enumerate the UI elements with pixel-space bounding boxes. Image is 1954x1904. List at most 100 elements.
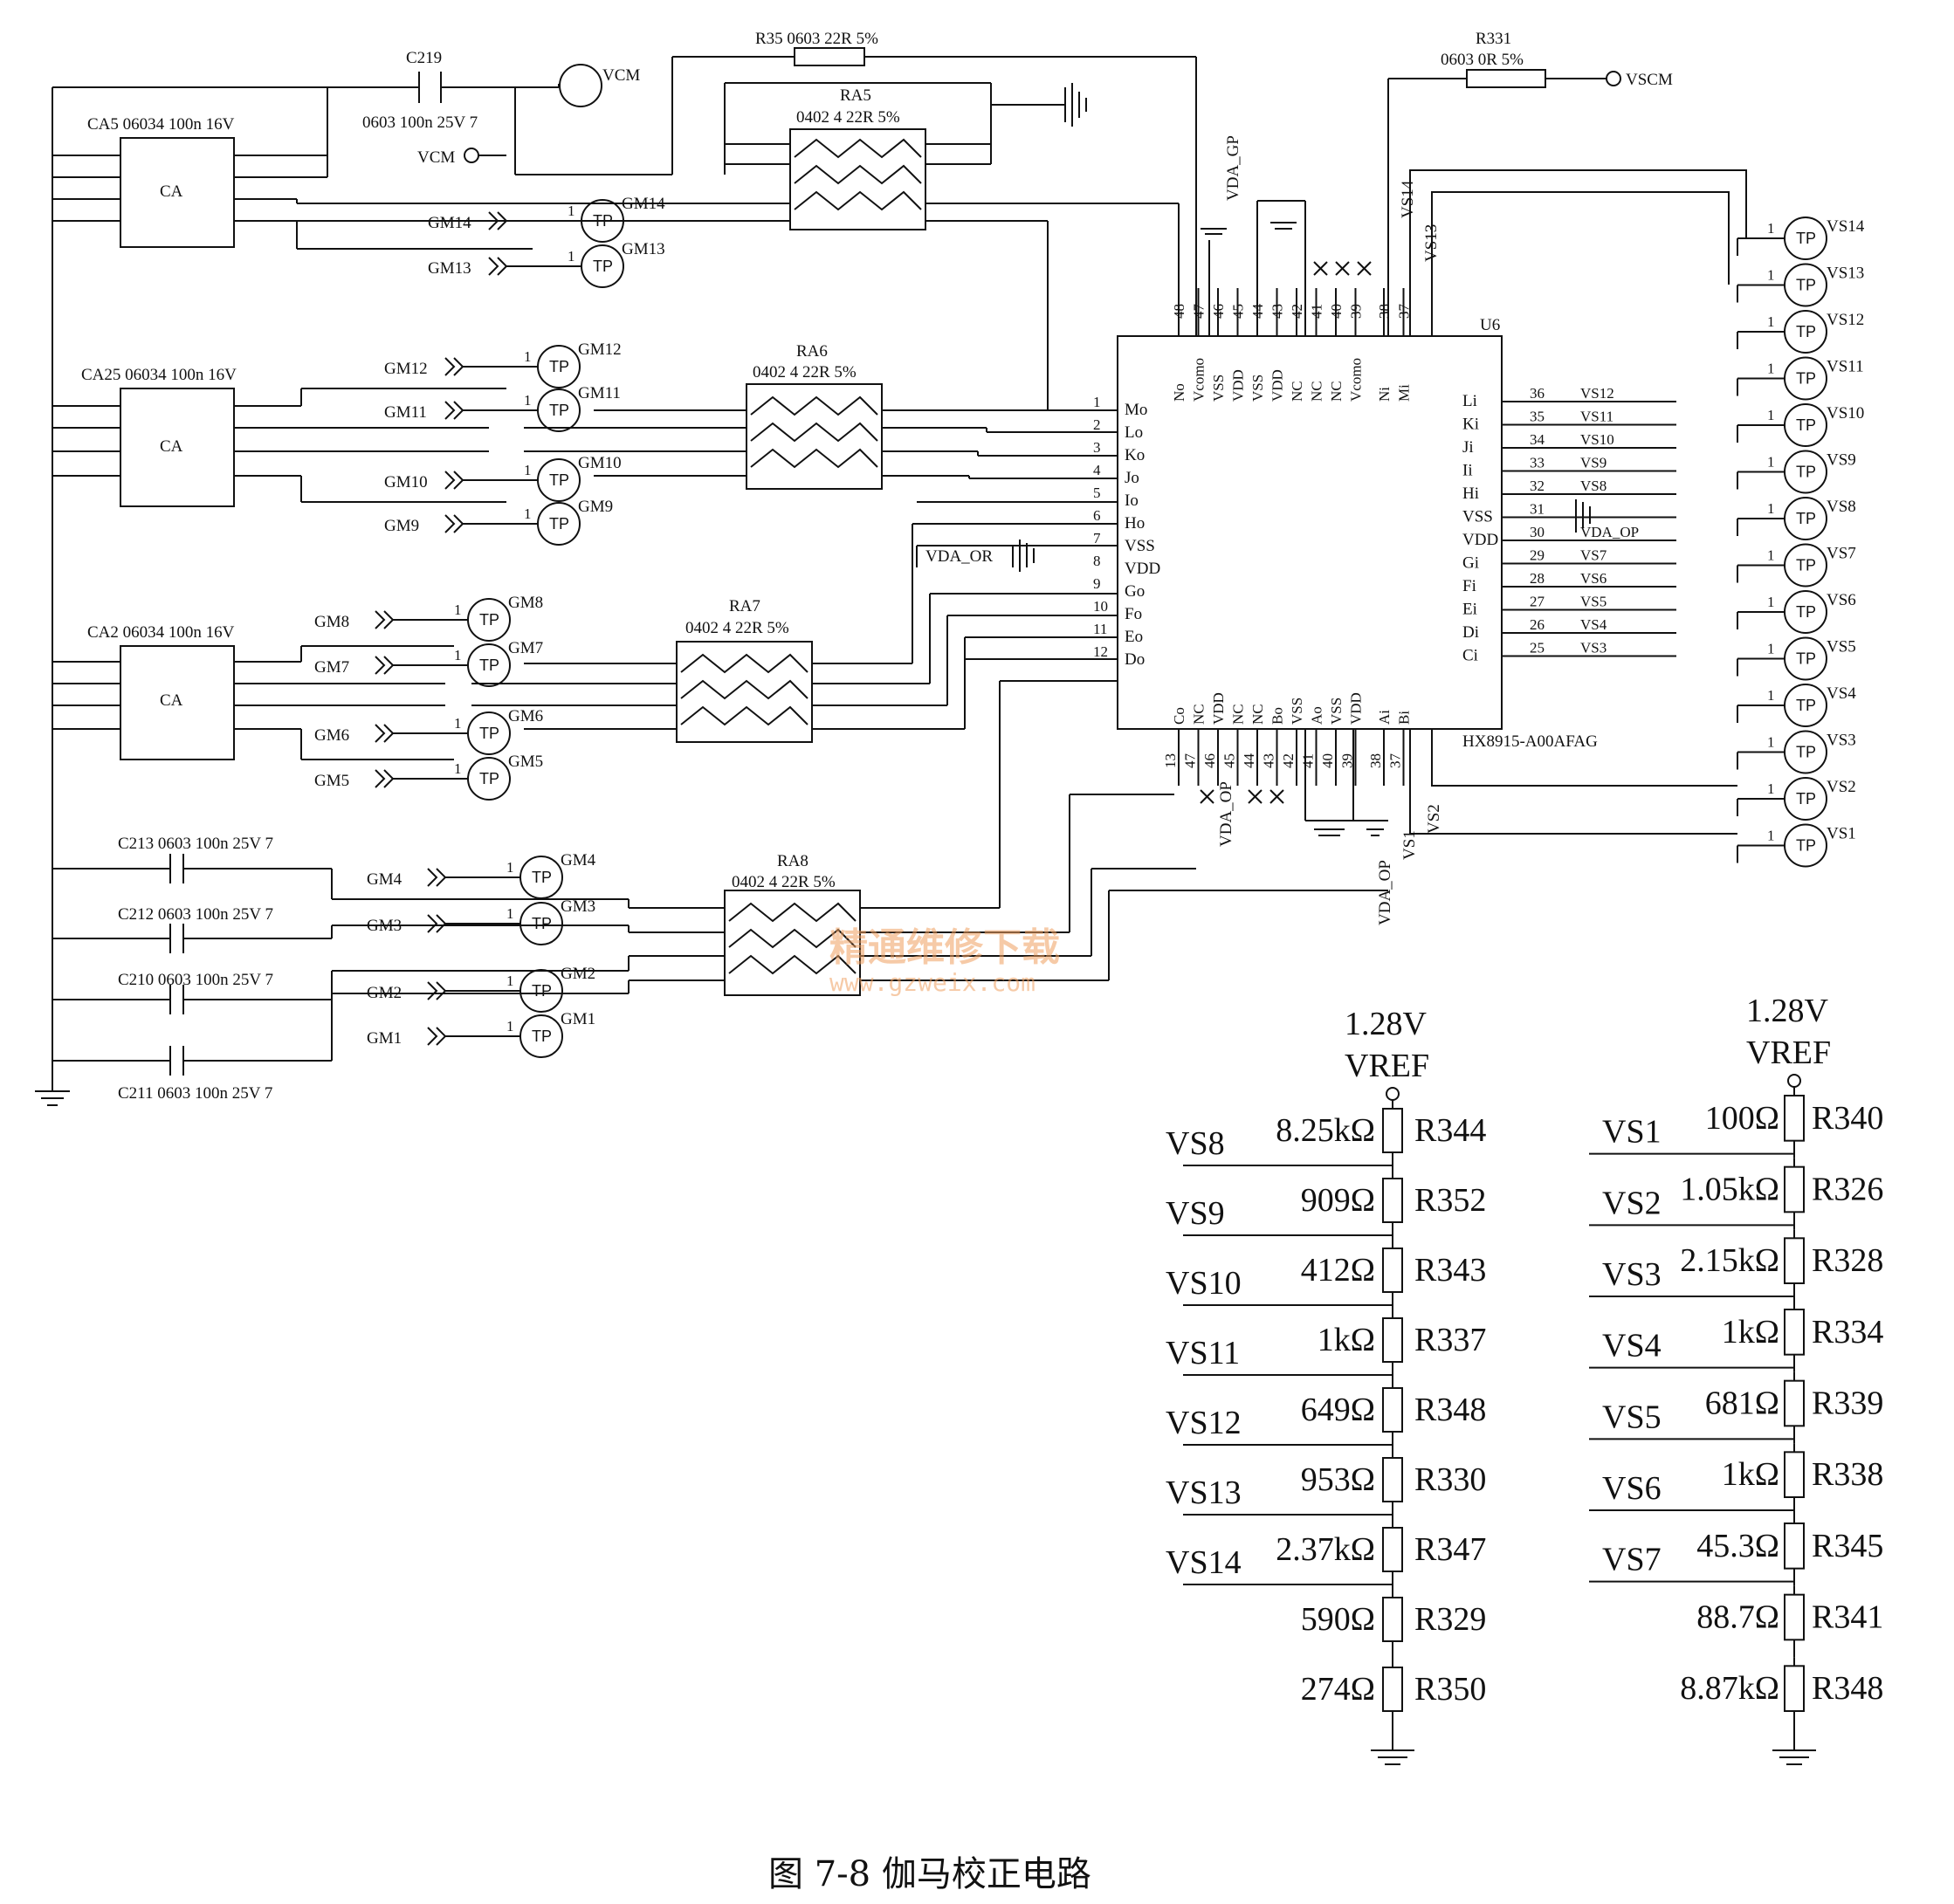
ic-right-pin-number: 32	[1530, 478, 1545, 494]
vs-tp-label: VS9	[1827, 451, 1856, 470]
cap-array-ca2	[52, 645, 454, 760]
ic-top-pin-name: NC	[1328, 381, 1345, 402]
ladder-resistor-ref: R348	[1414, 1392, 1486, 1428]
vscm-label: VSCM	[1626, 71, 1673, 89]
ladder-resistor	[1784, 1593, 1805, 1641]
tp-pin-number: 1	[1767, 407, 1775, 423]
ladder-resistor-value: 1kΩ	[1722, 1456, 1779, 1493]
ladder-resistor	[1784, 1237, 1805, 1285]
vs-tp-label: VS11	[1827, 358, 1864, 376]
ic-left-pin-name: Go	[1125, 582, 1145, 601]
ladder-resistor	[1382, 1317, 1403, 1363]
ic-top-pin-number: 46	[1210, 304, 1227, 319]
ic-right-pin-name: Hi	[1462, 485, 1479, 503]
ic-left-pin-name: Fo	[1125, 605, 1142, 623]
tp-pin-number: 1	[1767, 547, 1775, 564]
ic-right-pin-net: VDA_OP	[1580, 524, 1639, 540]
gm-left-label: GM6	[314, 726, 349, 745]
ic-top-pin-name: No	[1171, 383, 1187, 402]
ic-bottom-pin-name: VDD	[1348, 692, 1365, 725]
ic-right-pin-name: Di	[1462, 623, 1479, 642]
ic-left-pin-number: 4	[1093, 462, 1101, 478]
tp-pin-number: 1	[1767, 641, 1775, 657]
ic-top-pin-name: NC	[1289, 381, 1305, 402]
gm-left-label: GM14	[428, 214, 471, 232]
ladder-resistor-value: 1kΩ	[1318, 1322, 1375, 1358]
ic-right-pin-number: 30	[1530, 524, 1545, 540]
ic-bottom-pin-name: NC	[1249, 704, 1266, 725]
ladder-resistor-ref: R344	[1414, 1112, 1486, 1149]
gm-left-label: GM11	[384, 403, 427, 422]
ic-bottom-pin-number: 40	[1319, 753, 1336, 768]
tp-text: TP	[532, 915, 552, 932]
ra8-ref: RA8	[777, 852, 808, 870]
tp-text: TP	[593, 258, 613, 275]
watermark-url: www.gzweix.com	[829, 968, 1035, 997]
gm-right-label: GM11	[578, 384, 621, 402]
vs-tp-label: VS5	[1827, 638, 1856, 656]
ladder-tap-label: VS5	[1602, 1399, 1662, 1435]
ic-left-pin-number: 3	[1093, 439, 1101, 456]
gm-left-label: GM8	[314, 613, 349, 631]
tp-pin-number: 1	[1767, 734, 1775, 751]
ic-left-pin-number: 12	[1093, 643, 1108, 660]
ic-top-pin-number: 39	[1348, 304, 1365, 319]
vcm-input-label: VCM	[417, 148, 455, 167]
cap-array-ca25	[52, 388, 506, 507]
gm-left-label: GM4	[367, 870, 402, 889]
ladder-resistor	[1784, 1165, 1805, 1213]
vcm-tp-label: VCM	[602, 66, 640, 85]
ic-left-pin-name: Mo	[1125, 401, 1147, 419]
ic-bottom-pin-name: Ai	[1376, 710, 1393, 725]
ladder-resistor-value: 100Ω	[1705, 1100, 1779, 1137]
tp-pin-number: 1	[1767, 828, 1775, 844]
tp-text: TP	[1796, 230, 1816, 247]
gm-right-label: GM5	[508, 753, 543, 771]
tp-pin-number: 1	[1767, 454, 1775, 471]
vs-tp-label: VS4	[1827, 684, 1856, 703]
ic-left-pin-number: 9	[1093, 575, 1101, 592]
c219-value: 0603 100n 25V 7	[362, 113, 478, 132]
ic-bottom-pin-number: 46	[1201, 753, 1218, 768]
ic-right-pin-net: VS11	[1580, 409, 1613, 425]
ladder-resistor-ref: R339	[1812, 1385, 1883, 1422]
tp-pin-number: 1	[524, 462, 532, 478]
tp-pin-number: 1	[1767, 267, 1775, 284]
ic-part: HX8915-A00AFAG	[1462, 732, 1598, 751]
ic-top-pin-number: 42	[1289, 304, 1305, 319]
tp-text: TP	[1796, 557, 1816, 574]
gm-right-label: GM12	[578, 340, 622, 359]
ic-bottom-pin-number: 43	[1261, 753, 1277, 768]
ic-right-pin-name: VDD	[1462, 531, 1498, 549]
ladder-resistor-ref: R348	[1812, 1670, 1883, 1707]
gm-left-label: GM3	[367, 917, 402, 935]
tp-text: TP	[479, 725, 499, 742]
ic-right-pin-net: VS12	[1580, 385, 1614, 402]
ic-right-pin-name: Li	[1462, 392, 1477, 410]
ladder-tap-label: VS4	[1602, 1328, 1662, 1364]
ic-left-pin-name: Ko	[1125, 446, 1145, 464]
ladder-resistor	[1784, 1309, 1805, 1356]
ladder-resistor	[1382, 1178, 1403, 1223]
ic-right-pin-number: 27	[1530, 594, 1545, 610]
ladder-resistor-value: 681Ω	[1705, 1385, 1779, 1422]
ic-bottom-pin-name: Bo	[1269, 707, 1286, 725]
tp-pin-number: 1	[506, 905, 514, 922]
ladder-resistor-value: 1.05kΩ	[1680, 1172, 1779, 1208]
ic-bottom-pin-number: 41	[1300, 753, 1317, 768]
ic-bottom-pin-number: 13	[1162, 753, 1179, 768]
gm-test-points: TP1GM14GM14TP1GM13GM13TP1GM12GM12TP1GM11…	[314, 195, 665, 1058]
ladder-resistor-ref: R347	[1414, 1531, 1486, 1568]
tp-text: TP	[549, 515, 569, 533]
ic-top-pin-number: 43	[1269, 304, 1286, 319]
